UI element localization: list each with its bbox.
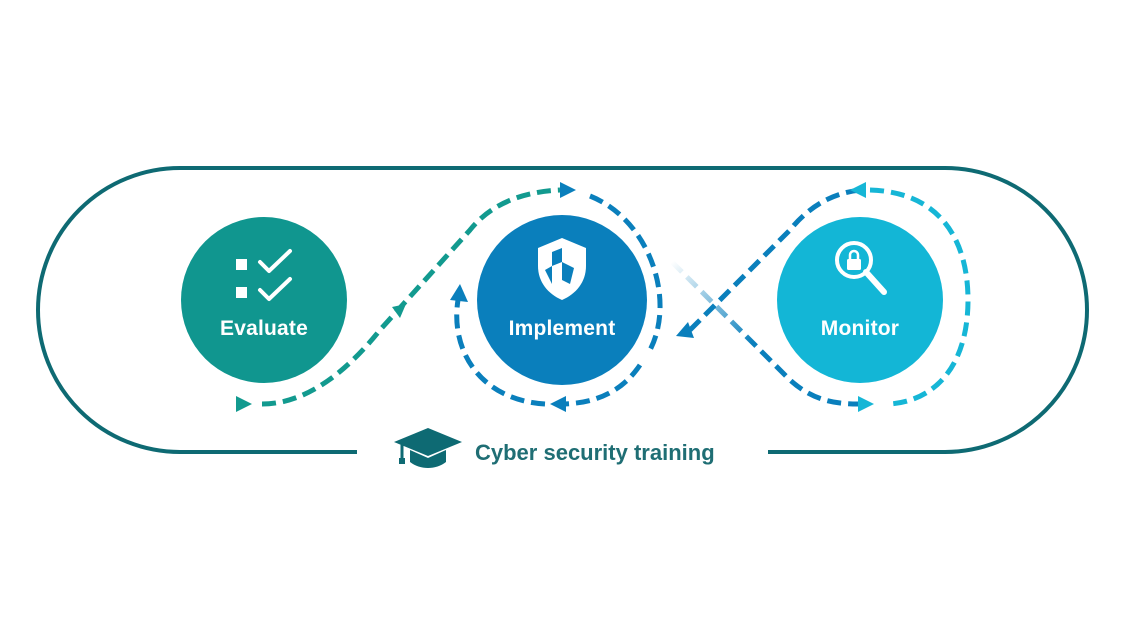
implement-ring-left xyxy=(454,299,546,407)
training-label: Cyber security training xyxy=(475,440,715,465)
graduation-cap-icon xyxy=(394,428,462,468)
checklist-icon xyxy=(236,249,292,301)
monitor-top-arrowhead xyxy=(850,182,866,198)
teal-top-arrowhead xyxy=(560,182,576,198)
implement-bottom-arrowhead xyxy=(550,396,566,412)
evaluate-label: Evaluate xyxy=(220,317,308,340)
evaluate-circle xyxy=(181,217,347,383)
monitor-bottom-arrowhead xyxy=(858,396,874,412)
shield-icon xyxy=(538,238,586,300)
implement-ring-right xyxy=(589,193,663,352)
cross-up-arrowhead xyxy=(676,322,694,338)
outer-frame xyxy=(36,166,1089,454)
entry-arrowhead xyxy=(236,396,252,412)
monitor-ring-top xyxy=(869,187,971,407)
implement-left-arrowhead xyxy=(450,284,468,302)
implement-ring-bottom xyxy=(559,363,643,407)
teal-s-path xyxy=(261,187,561,407)
monitor-circle xyxy=(777,217,943,383)
magnifier-lock-icon xyxy=(835,241,887,295)
implement-label: Implement xyxy=(508,317,616,340)
teal-mid-arrowhead xyxy=(392,304,406,318)
cross-down-path xyxy=(670,260,859,407)
monitor-label: Monitor xyxy=(820,317,900,340)
